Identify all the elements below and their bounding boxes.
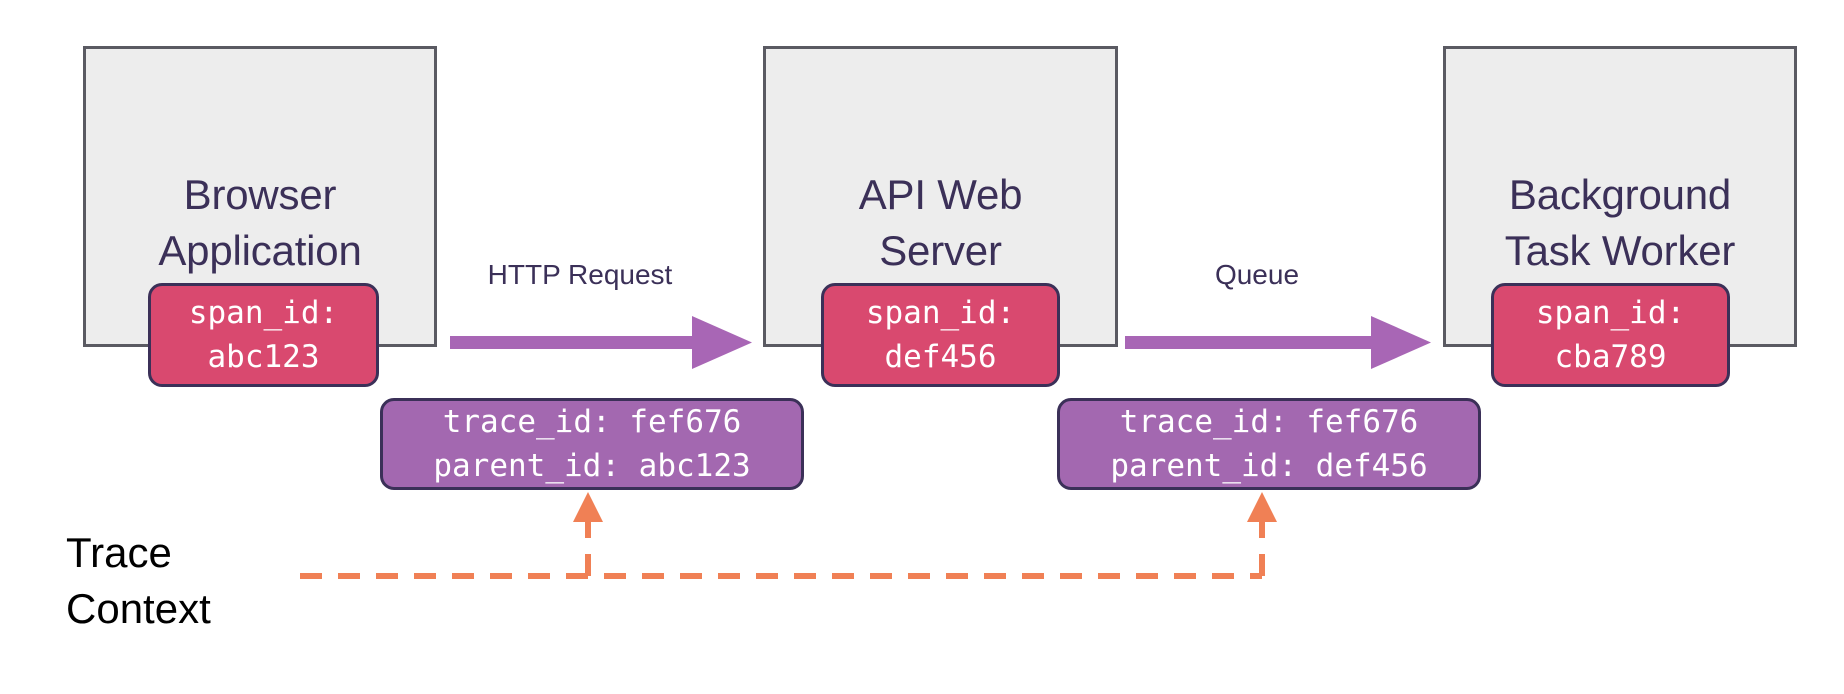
- span-badge-worker: span_id: cba789: [1491, 283, 1730, 387]
- service-title-api: API Web Server: [858, 171, 1023, 274]
- flow-label-http-request: HTTP Request: [487, 259, 673, 290]
- trace-context-legend: Trace Context: [66, 529, 211, 632]
- trace-context-connector: [300, 492, 1277, 579]
- context-badge-http-text: trace_id: fef676 parent_id: abc123: [433, 404, 751, 484]
- flow-arrow-queue: [1125, 316, 1431, 369]
- flow-label-queue: Queue: [1214, 259, 1300, 290]
- span-badge-browser: span_id: abc123: [148, 283, 379, 387]
- span-badge-browser-text: span_id: abc123: [188, 295, 339, 375]
- flow-arrow-http-request: [450, 316, 752, 369]
- context-badge-queue: trace_id: fef676 parent_id: def456: [1057, 398, 1481, 490]
- context-badge-queue-text: trace_id: fef676 parent_id: def456: [1110, 404, 1428, 484]
- span-badge-api: span_id: def456: [821, 283, 1060, 387]
- service-title-browser: Browser Application: [158, 171, 362, 274]
- context-badge-http: trace_id: fef676 parent_id: abc123: [380, 398, 804, 490]
- span-badge-api-text: span_id: def456: [865, 295, 1016, 375]
- service-title-worker: Background Task Worker: [1504, 171, 1736, 274]
- span-badge-worker-text: span_id: cba789: [1535, 295, 1686, 375]
